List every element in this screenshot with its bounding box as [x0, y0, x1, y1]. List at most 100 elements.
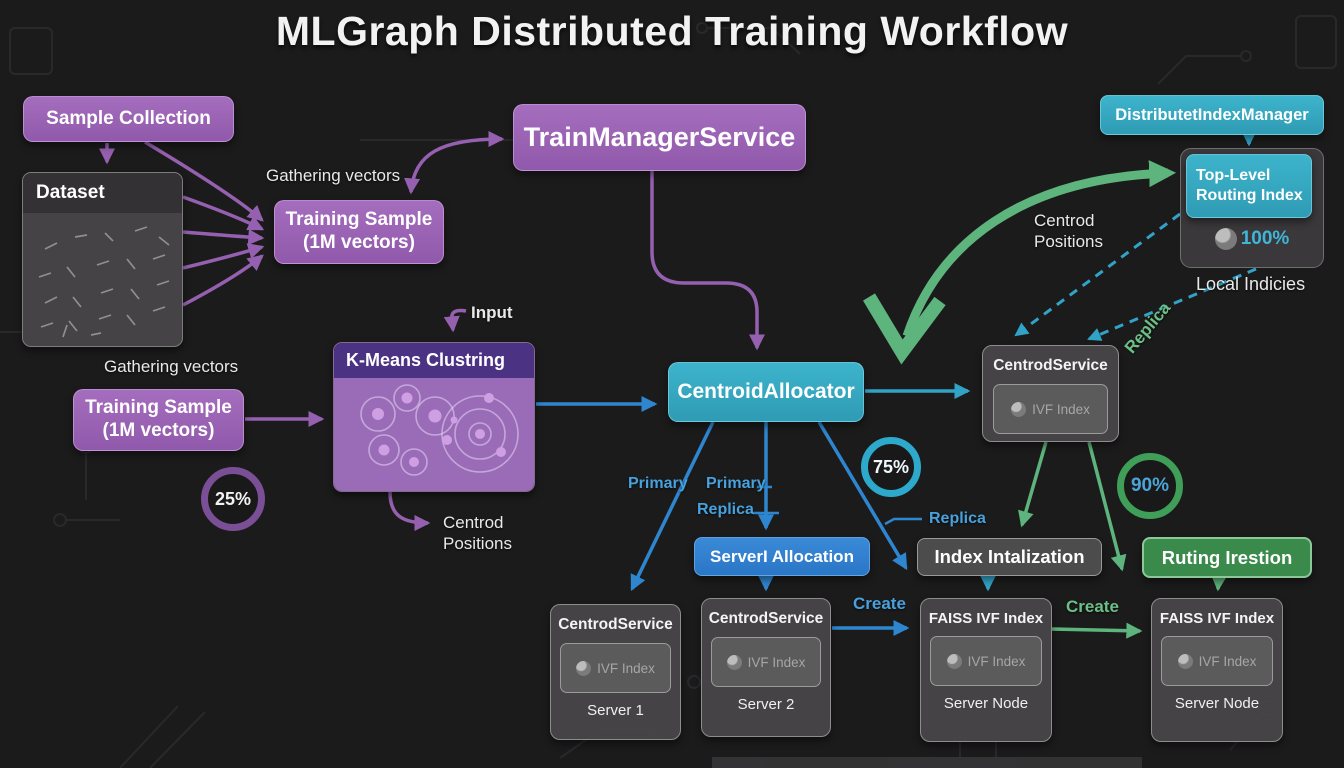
- progress-25-label: 25%: [214, 488, 252, 509]
- sphere-icon: [946, 653, 962, 669]
- sphere-icon: [1011, 401, 1027, 417]
- node-faiss-ivf-index-right: FAISS IVF Index IVF Index Server Node: [1151, 598, 1283, 742]
- progress-90-label: 90%: [1130, 475, 1170, 496]
- training-sample-line2: (1M vectors): [102, 420, 215, 441]
- centrod-line1: Centrod: [443, 513, 504, 532]
- edge-dataset-to-trainingsample-3: [182, 243, 265, 270]
- edge-ca-indexintalization: [817, 421, 908, 571]
- centrod-service-title: CentrodService: [993, 357, 1108, 374]
- node-server2: CentrodService IVF Index Server 2: [701, 598, 831, 737]
- teal-edges: [865, 130, 1258, 592]
- centrod-line2: Positions: [443, 533, 512, 553]
- page-title: MLGraph Distributed Training Workflow: [275, 8, 1069, 54]
- label-centrod-positions-left: Centrod Positions: [443, 513, 512, 554]
- tlri-line2: Routing Index: [1196, 187, 1303, 204]
- progress-ring-90: 90%: [1117, 453, 1183, 519]
- edge-dataset-to-trainingsample-2: [182, 229, 265, 246]
- label-gathering-vectors-left: Gathering vectors: [104, 357, 239, 376]
- sphere-icon: [726, 654, 742, 670]
- progress-100: 100%: [1240, 228, 1290, 249]
- label-create-blue: Create: [853, 594, 906, 613]
- dataset-title: Dataset: [23, 173, 182, 213]
- purple-edges: [98, 130, 766, 532]
- edge-replica-dashed-2: [1087, 267, 1257, 341]
- ivf-index-label: IVF Index: [967, 653, 1026, 669]
- centrod-line1: Centrod: [1034, 211, 1095, 230]
- progress-75-label: 75%: [872, 456, 910, 477]
- edge-dataset-to-trainingsample-4: [182, 254, 264, 307]
- ivf-index-box: IVF Index: [930, 636, 1042, 686]
- node-distributet-index-manager: DistributetIndexManager: [1100, 95, 1324, 135]
- blue-edges: [536, 395, 922, 637]
- centrod-line2: Positions: [1034, 231, 1103, 251]
- edge-bigcurve-toplevel: [902, 160, 1177, 338]
- progress-ring-25: 25%: [201, 467, 265, 531]
- edge-dataset-to-trainingsample-1: [182, 195, 265, 231]
- progress-ring-75: 75%: [861, 437, 921, 497]
- edge-ca-server1: [630, 421, 715, 592]
- node-train-manager-service: TrainManagerService: [513, 104, 806, 171]
- label-primary-left: Primary: [628, 475, 688, 492]
- label-gathering-vectors-top: Gathering vectors: [266, 166, 401, 185]
- server1-title: CentrodService: [558, 616, 673, 633]
- tlri-line1: Top-Level: [1196, 167, 1271, 184]
- label-local-indicies: Local Indicies: [1196, 274, 1306, 294]
- node-faiss-ivf-index-left: FAISS IVF Index IVF Index Server Node: [920, 598, 1052, 742]
- server2-caption: Server 2: [737, 696, 795, 713]
- edge-kmeans-centrodpositions: [388, 491, 431, 532]
- edge-ruting-faissright: [1211, 574, 1228, 592]
- edge-trainingsample-trainmanager: [404, 130, 505, 195]
- node-centrod-service: CentrodService IVF Index: [982, 345, 1119, 442]
- label-tick-replica-right: [884, 517, 922, 526]
- label-replica-right: Replica: [929, 510, 986, 527]
- server2-title: CentrodService: [708, 610, 824, 627]
- training-sample-line2: (1M vectors): [303, 232, 415, 253]
- edge-cs-rutingirestion: [1087, 441, 1127, 572]
- label-input: Input: [471, 303, 513, 322]
- node-training-sample-left: Training Sample (1M vectors): [73, 389, 244, 451]
- dataset-scatter: [38, 226, 170, 338]
- edge-replica-dashed-1: [1014, 212, 1181, 337]
- local-index-progress: 100%: [1181, 228, 1323, 250]
- node-top-level-routing-index: Top-Level Routing Index: [1186, 154, 1312, 218]
- faiss-left-title: FAISS IVF Index: [928, 610, 1044, 627]
- ivf-index-label: IVF Index: [747, 654, 806, 670]
- server1-caption: Server 1: [587, 702, 644, 719]
- edge-sample-to-trainingsample: [144, 140, 264, 222]
- ivf-index-label: IVF Index: [1198, 653, 1257, 669]
- faiss-left-caption: Server Node: [943, 695, 1029, 712]
- edge-cs-indexintalization: [1018, 441, 1048, 528]
- local-indices-container: Top-Level Routing Index 100%: [1180, 148, 1324, 268]
- label-centrod-positions-right: Centrod Positions: [1034, 211, 1103, 252]
- edge-faissleft-faissright: [1051, 622, 1143, 639]
- bigcurve-arrowhead: [862, 293, 946, 365]
- node-centroid-allocator: CentroidAllocator: [668, 362, 864, 422]
- ivf-index-box: IVF Index: [1161, 636, 1273, 686]
- node-sample-collection: Sample Collection: [23, 96, 234, 142]
- ivf-index-box: IVF Index: [711, 637, 821, 687]
- ivf-index-label: IVF Index: [1032, 401, 1090, 417]
- faiss-right-caption: Server Node: [1174, 695, 1260, 712]
- node-server1: CentrodService IVF Index Server 1: [550, 604, 681, 740]
- faiss-right-title: FAISS IVF Index: [1159, 610, 1275, 627]
- edge-input-kmeans: [443, 308, 467, 333]
- label-primary-mid: Primary: [706, 475, 766, 492]
- sphere-icon: [1177, 653, 1193, 669]
- kmeans-title: K-Means Clustring: [334, 343, 534, 378]
- sphere-icon: [576, 660, 592, 676]
- node-index-intalization: Index Intalization: [917, 538, 1102, 576]
- ivf-index-label: IVF Index: [597, 660, 655, 676]
- node-kmeans-clustring: K-Means Clustring: [333, 342, 535, 492]
- ivf-index-box: IVF Index: [992, 384, 1109, 434]
- node-training-sample-top: Training Sample (1M vectors): [274, 200, 444, 264]
- ivf-index-box: IVF Index: [560, 643, 671, 693]
- node-ruting-irestion: Ruting Irestion: [1142, 537, 1312, 578]
- edge-trainmanager-centroidallocator: [650, 171, 766, 351]
- label-replica-mid: Replica: [697, 501, 754, 518]
- kmeans-illustration: [334, 378, 534, 491]
- green-edges: [862, 160, 1228, 639]
- training-sample-line1: Training Sample: [85, 397, 232, 419]
- label-create-green: Create: [1066, 597, 1119, 616]
